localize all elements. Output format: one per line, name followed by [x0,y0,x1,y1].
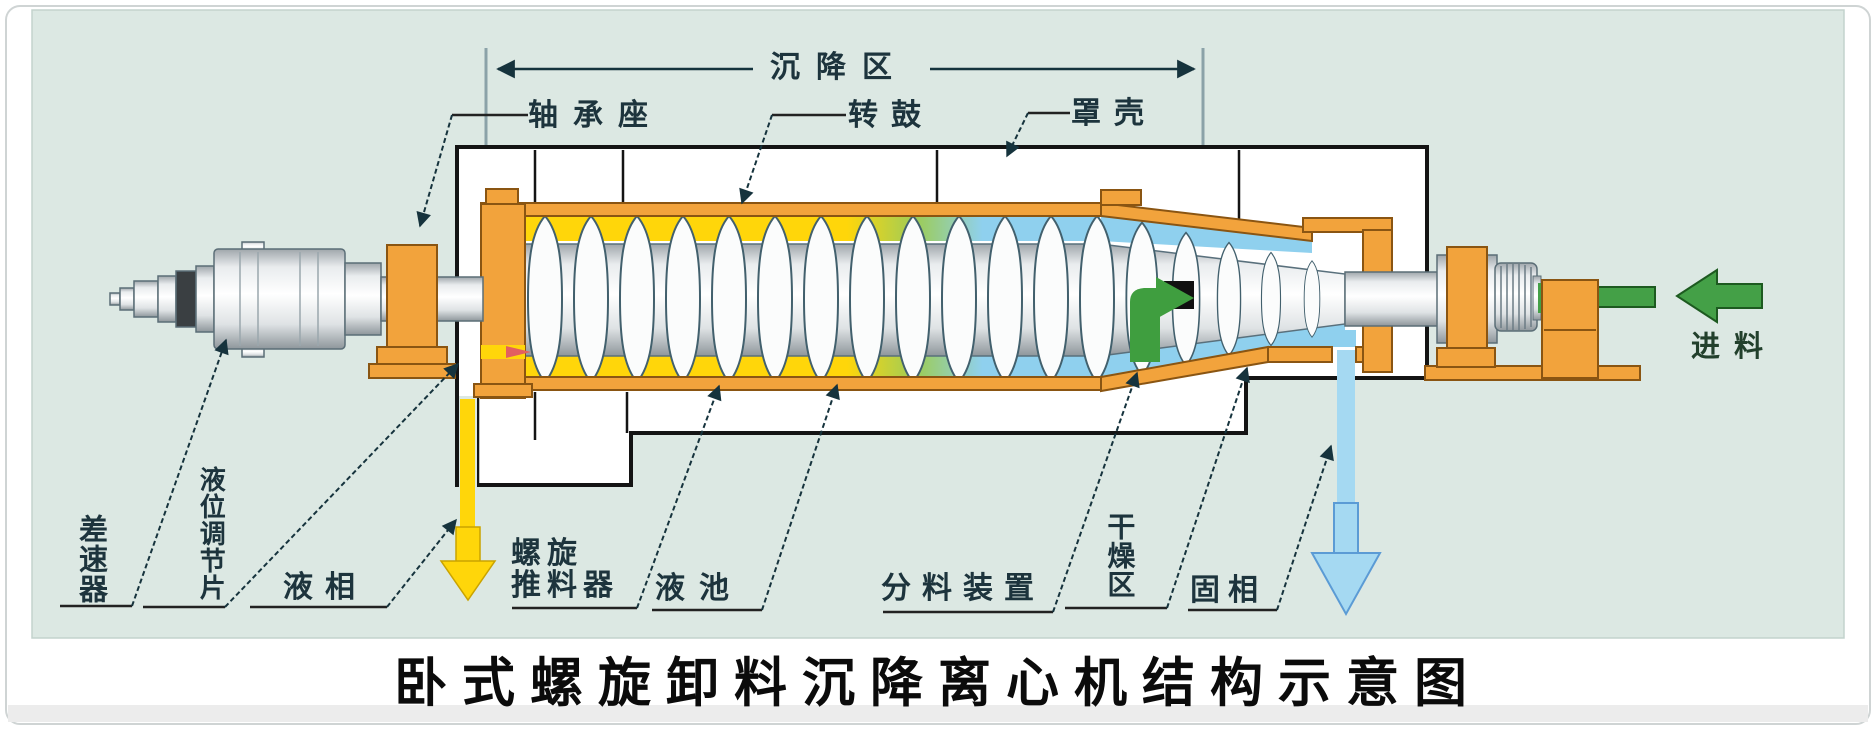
screw-conveyor [514,215,1346,383]
left-bearing-pedestal [368,244,456,379]
label-drying-zone: 干燥区 [1103,512,1137,599]
leader-lines [131,112,1334,613]
feed-distributor-device [1130,277,1194,362]
level-plate-flow-arrow [506,346,531,358]
label-level-adjust-plate: 液位调节片 [195,466,226,601]
diagram-title: 卧式螺旋卸料沉降离心机结构示意图 [394,653,1482,714]
label-liquid-pool: 液池 [655,571,743,606]
label-underlines [60,111,1277,614]
solid-phase-discharge-arrow [1310,350,1382,617]
label-screw-pusher-line2: 推料器 [511,567,619,603]
bottom-shadow [8,705,1868,722]
label-drum: 转鼓 [848,98,934,133]
label-bearing-seat: 轴承座 [528,98,663,133]
feed-block [1541,279,1599,379]
feed-arrow [1675,268,1763,324]
right-shaft-assembly [1344,246,1656,381]
label-differential: 差速器 [74,514,109,604]
label-casing: 罩壳 [1071,96,1157,131]
label-feed: 进料 [1691,329,1778,363]
label-feed-distributor: 分料装置 [881,571,1045,606]
label-screw-pusher-line1: 螺旋 [511,536,583,571]
right-bearing-pedestal [1436,246,1496,368]
zone-label: 沉降区 [770,50,908,85]
label-solid-phase: 固相 [1190,573,1266,608]
liquid-phase-discharge-arrow [439,399,497,602]
label-liquid-phase: 液相 [283,570,367,605]
label-screw-pusher: 螺旋 推料器 [511,538,619,601]
